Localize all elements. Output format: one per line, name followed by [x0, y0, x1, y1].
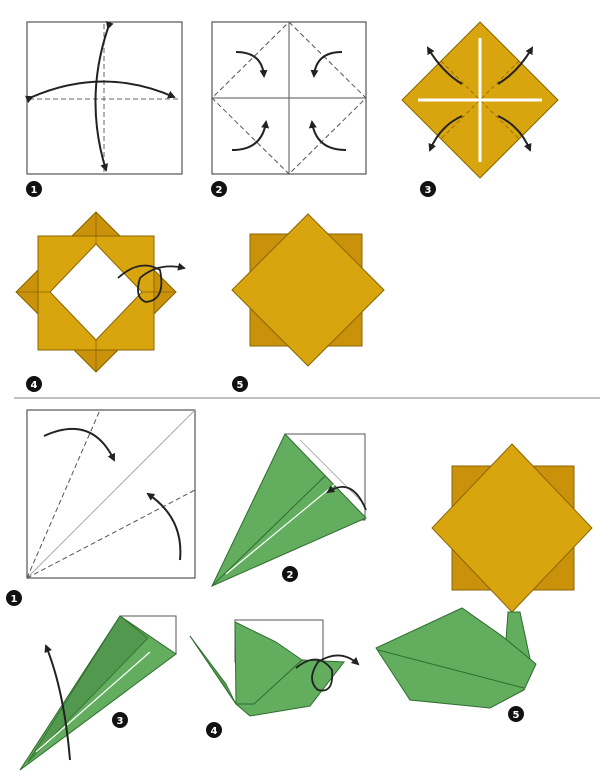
- green-kite: [19, 615, 177, 771]
- turn-over-arrow: [295, 654, 360, 692]
- badge-stem-1: 1: [6, 590, 22, 606]
- stem-step-3: [19, 615, 177, 771]
- badge-flower-2: 2: [211, 181, 227, 197]
- leaf-crease: [377, 649, 525, 689]
- stem-step-4: [189, 619, 360, 717]
- flower-step-2: [211, 21, 367, 175]
- step-number: 2: [287, 570, 294, 581]
- crease: [440, 60, 520, 140]
- fold-up-arrow: [44, 644, 71, 761]
- stem-step-1: [26, 409, 196, 579]
- crease: [440, 60, 520, 140]
- badge-stem-3: 3: [112, 712, 128, 728]
- green-neck: [189, 635, 237, 705]
- step-number: 5: [513, 710, 520, 721]
- corner-arrow-tl: [235, 51, 268, 78]
- dashed-fold-upper: [26, 409, 101, 579]
- step-number: 3: [117, 716, 124, 727]
- badge-flower-1: 1: [26, 181, 42, 197]
- diagonal-crease: [26, 409, 196, 579]
- step-number: 1: [31, 185, 38, 196]
- fold-arrow-right: [146, 492, 182, 561]
- stem-step-5: [375, 443, 593, 709]
- fold-arrow-top: [43, 427, 116, 462]
- outward-arrow-tl: [426, 46, 463, 85]
- badge-flower-5: 5: [232, 376, 248, 392]
- fold-back-arrow: [326, 485, 367, 511]
- green-kite-shade: [27, 615, 149, 763]
- diag-back2: [299, 439, 366, 506]
- flower-step-4: [15, 211, 186, 373]
- leaf: [375, 607, 537, 709]
- diamond-fold-line: [211, 21, 367, 175]
- badge-flower-3: 3: [420, 181, 436, 197]
- flower-step-3: [401, 21, 559, 179]
- green-wing: [234, 621, 303, 705]
- crease-white: [35, 651, 151, 753]
- badge-stem-2: 2: [282, 566, 298, 582]
- step-number: 4: [211, 726, 218, 737]
- crease-white: [225, 479, 341, 575]
- badge-stem-4: 4: [206, 722, 222, 738]
- outward-arrow-tr: [497, 46, 534, 85]
- badge-flower-4: 4: [26, 376, 42, 392]
- fold-arrow-horizontal: [24, 80, 176, 104]
- outward-arrow-br: [497, 115, 532, 152]
- step-number: 3: [425, 185, 432, 196]
- crease: [211, 475, 326, 587]
- flower-step-5: [231, 213, 385, 367]
- step-number: 5: [237, 380, 244, 391]
- stem-step-2: [210, 433, 367, 588]
- step-number: 1: [11, 594, 18, 605]
- front-diamond: [231, 213, 385, 367]
- turn-over-arrow: [117, 262, 186, 303]
- outward-arrow-bl: [428, 115, 463, 152]
- flower-step-1: [24, 21, 183, 175]
- corner-arrow-tr: [310, 51, 343, 78]
- corner-arrow-bl: [231, 120, 270, 151]
- step-number: 4: [31, 380, 38, 391]
- badge-stem-5: 5: [508, 706, 524, 722]
- corner-arrow-br: [308, 120, 347, 151]
- step-number: 2: [216, 185, 223, 196]
